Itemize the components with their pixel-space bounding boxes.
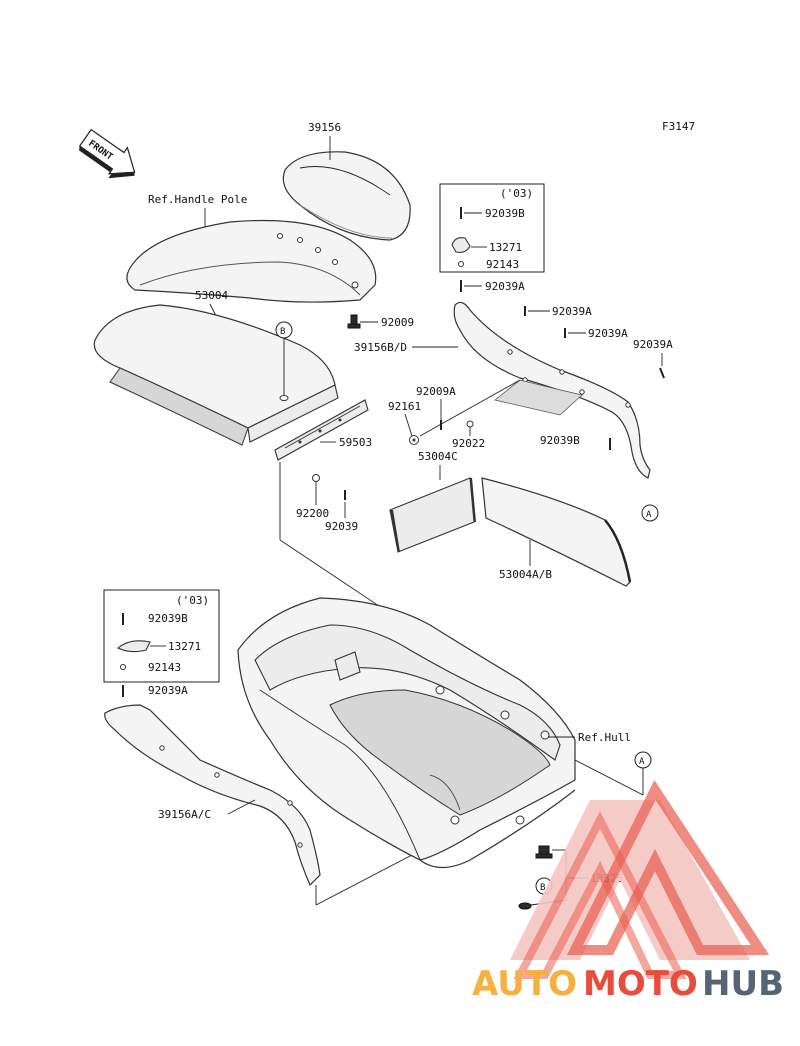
label-92039a-4: 92039A [633, 338, 673, 351]
watermark-logo [510, 779, 770, 979]
year-box-top [439, 183, 545, 273]
label-92143-top: 92143 [486, 258, 519, 271]
front-arrow: FRONT [78, 128, 136, 179]
handle-pole-cover [126, 219, 377, 303]
marker-b-seat: B [275, 321, 293, 401]
marker-a-bottom: A [574, 751, 652, 796]
label-39156ac: 39156A/C [158, 808, 211, 821]
year-box-left [103, 589, 220, 683]
seat-cover-53004 [93, 304, 339, 446]
hull-body [237, 597, 576, 869]
label-92039: 92039 [325, 520, 358, 533]
year-note-top: ('03) [500, 187, 533, 200]
marker-a-top: A [641, 504, 659, 522]
label-53004ab: 53004A/B [499, 568, 552, 581]
svg-text:MOTO: MOTO [583, 964, 698, 1004]
label-13271-top: 13271 [489, 241, 522, 254]
label-92039b-left: 92039B [148, 612, 188, 625]
label-92143-left: 92143 [148, 661, 181, 674]
label-92022: 92022 [452, 437, 485, 450]
svg-text:A: A [639, 757, 645, 767]
mat-53004ab [481, 477, 632, 587]
strip-59503 [274, 399, 369, 461]
label-92161: 92161 [388, 400, 421, 413]
clip-13271-left [117, 640, 151, 653]
trim-39156ac [104, 704, 321, 887]
plug-13325 [535, 845, 553, 859]
clip-13271-top [451, 237, 471, 253]
nut-92143-left [120, 664, 126, 670]
guide-line-3 [419, 379, 521, 437]
mat-53004c [389, 477, 476, 553]
label-92039a-left: 92039A [148, 684, 188, 697]
label-13271-left: 13271 [168, 640, 201, 653]
label-53004: 53004 [195, 289, 228, 302]
label-92039a-3: 92039A [588, 327, 628, 340]
collar-92022 [466, 420, 474, 428]
washer-92200 [312, 474, 320, 482]
figure-code: F3147 [662, 120, 695, 133]
screw-92039a-4 [659, 367, 665, 379]
svg-text:B: B [540, 883, 545, 893]
pad-39156 [282, 151, 411, 241]
label-39156bd: 39156B/D [354, 341, 407, 354]
oring-13325 [518, 902, 532, 910]
label-92200: 92200 [296, 507, 329, 520]
label-53004c: 53004C [418, 450, 458, 463]
label-92009: 92009 [381, 316, 414, 329]
svg-text:A: A [646, 510, 652, 520]
ref-handle-pole: Ref.Handle Pole [148, 193, 247, 206]
label-92039a-1: 92039A [485, 280, 525, 293]
trim-shadow [494, 379, 583, 416]
label-92039b-top: 92039B [485, 207, 525, 220]
svg-text:HUB: HUB [702, 964, 784, 1004]
ref-hull: Ref.Hull [578, 731, 631, 744]
label-39156: 39156 [308, 121, 341, 134]
label-92009a: 92009A [416, 385, 456, 398]
year-note-left: ('03) [176, 594, 209, 607]
label-92039a-2: 92039A [552, 305, 592, 318]
nut-92143-top [458, 261, 464, 267]
bolt-92009 [347, 314, 361, 329]
svg-text:AUTO: AUTO [472, 964, 577, 1004]
svg-text:B: B [280, 327, 285, 337]
label-59503: 59503 [339, 436, 372, 449]
label-92039b-mid: 92039B [540, 434, 580, 447]
watermark-text: AUTO MOTO HUB [472, 964, 784, 1004]
